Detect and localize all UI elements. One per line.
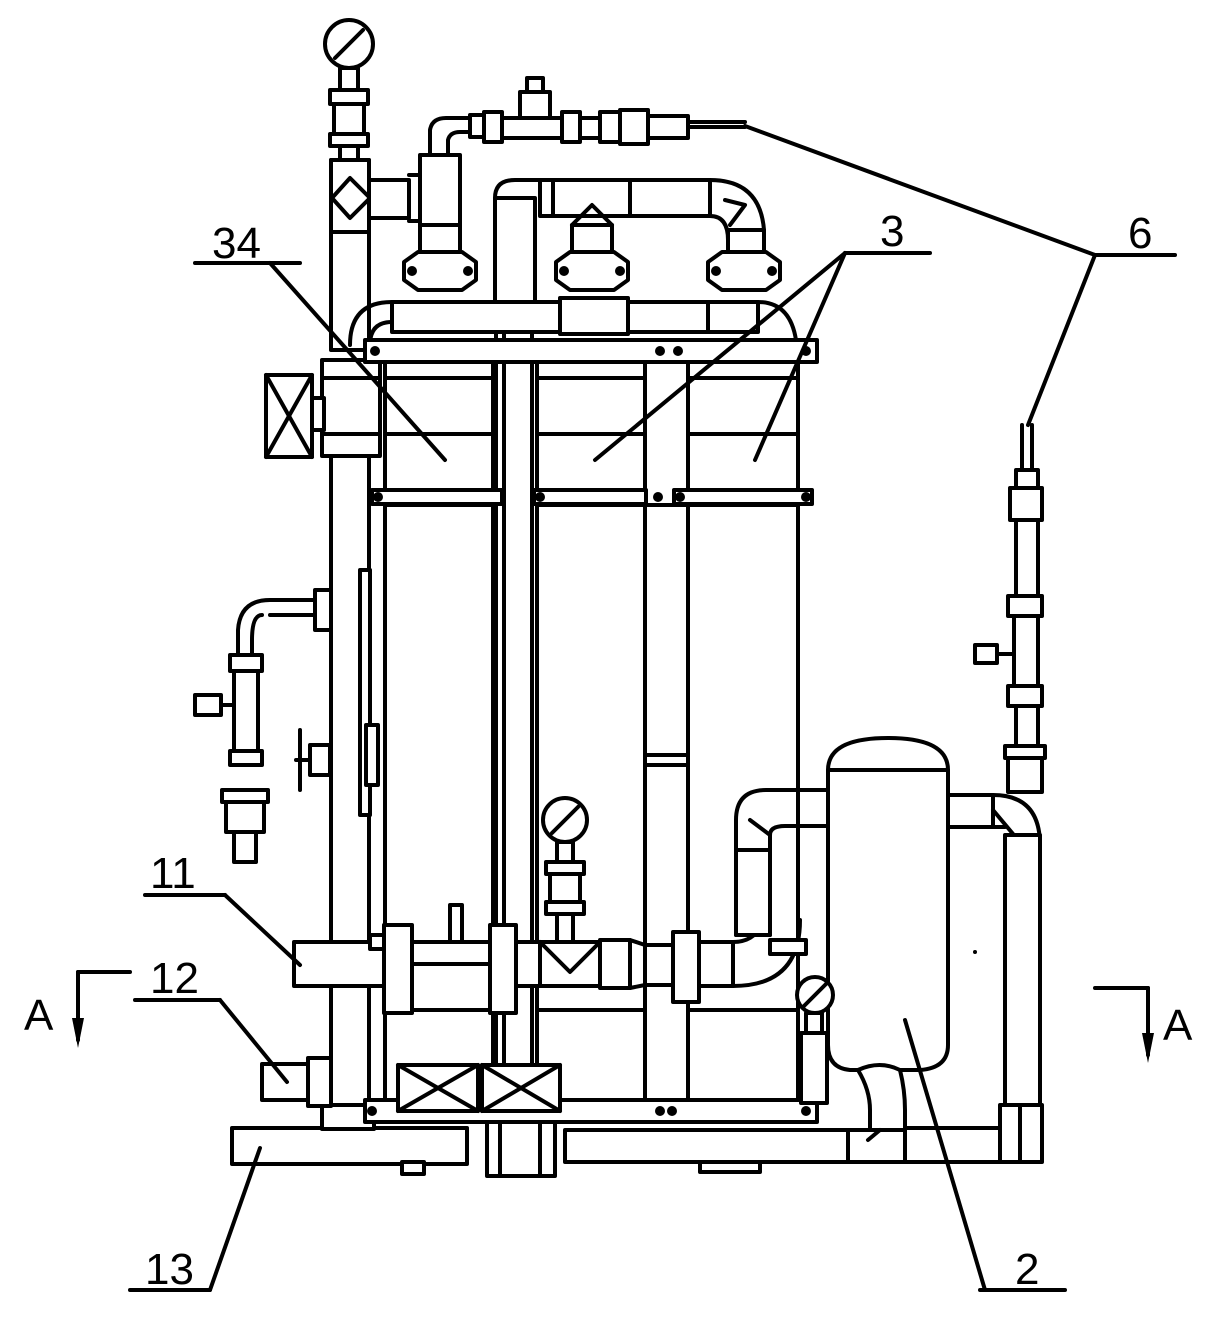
- right-sample-line: [973, 423, 1047, 794]
- left-actuator-box: [264, 373, 326, 459]
- bottom-actuator-boxes: [396, 1063, 562, 1113]
- membrane-modules: [363, 338, 819, 1124]
- left-sample-valves: [193, 588, 333, 864]
- section-label-right: A: [1163, 1001, 1193, 1050]
- label-3: 3: [880, 207, 904, 256]
- label-6: 6: [1128, 209, 1152, 258]
- label-13: 13: [145, 1245, 194, 1294]
- top-left-pressure-gauge: [323, 18, 375, 164]
- label-2: 2: [1015, 1245, 1039, 1294]
- section-mark-left: [72, 970, 132, 1048]
- label-12: 12: [150, 954, 199, 1003]
- section-label-left: A: [24, 991, 54, 1040]
- label-11: 11: [150, 849, 196, 898]
- leader-lines: [128, 124, 1177, 1292]
- inlet-assembly: [292, 796, 808, 1015]
- section-mark-right: [1093, 986, 1154, 1063]
- tank: [826, 736, 1044, 1164]
- tank-side-gauge: [795, 975, 835, 1105]
- label-34: 34: [212, 219, 261, 268]
- right-return-piping: [734, 788, 832, 937]
